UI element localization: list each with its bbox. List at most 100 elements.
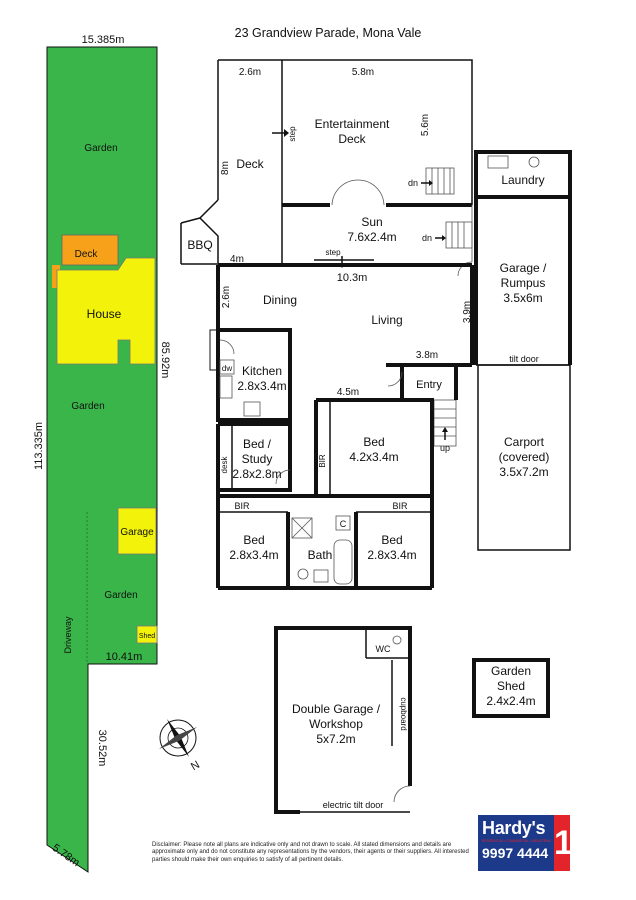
site-garden-bottom: Garden bbox=[104, 590, 137, 601]
house-plan: 2.6m 5.8m 5.6m 8m Entertainment Deck Dec… bbox=[180, 59, 572, 590]
dim-rear-depth: 30.52m bbox=[96, 730, 108, 767]
room-bed-study-size: 2.8x2.8m bbox=[232, 467, 281, 481]
room-garage1: Garage / bbox=[500, 261, 547, 275]
room-bed2-size: 2.8x3.4m bbox=[229, 548, 278, 562]
study-walls bbox=[216, 422, 292, 492]
site-deck bbox=[61, 234, 119, 266]
up-label: up bbox=[440, 443, 450, 453]
laundry-toilet bbox=[528, 156, 540, 168]
room-kitchen-size: 2.8x3.4m bbox=[237, 379, 286, 393]
dim-site-top: 15.385m bbox=[82, 34, 125, 46]
linen-cupboard bbox=[335, 515, 351, 531]
garage-side-door bbox=[393, 785, 411, 803]
site-house bbox=[56, 257, 156, 365]
deck-outline bbox=[218, 59, 473, 205]
room-carport-size: 3.5x7.2m bbox=[499, 465, 548, 479]
tilt-door-label: tilt door bbox=[509, 354, 539, 364]
site-driveway-label: Driveway bbox=[63, 616, 73, 654]
room-entertainment-line1: Entertainment bbox=[315, 117, 390, 131]
stairs-upper bbox=[425, 167, 455, 195]
dg-wc: WC bbox=[376, 644, 391, 654]
laundry-tub bbox=[487, 155, 509, 169]
site-garden-mid: Garden bbox=[71, 401, 104, 412]
bath-toilet bbox=[297, 568, 309, 580]
compass: N bbox=[158, 718, 202, 773]
dg-size: 5x7.2m bbox=[316, 732, 355, 746]
hardys-logo: Hardy's RESIDENTIAL • COMMERCIAL • INDUS… bbox=[478, 815, 573, 871]
room-bed3-size: 2.8x3.4m bbox=[367, 548, 416, 562]
disclaimer: Disclaimer: Please note all plans are in… bbox=[152, 842, 469, 863]
site-shed bbox=[136, 625, 158, 644]
double-garage-walls bbox=[274, 626, 412, 814]
site-plan: Garden Deck House Garden Garage Garden S… bbox=[33, 34, 171, 873]
shed-size: 2.4x2.4m bbox=[486, 694, 535, 708]
dim-ent-h: 5.6m bbox=[420, 114, 431, 136]
dim-house-offset: 85.92m bbox=[159, 342, 171, 379]
logo-mark: 1 bbox=[554, 815, 573, 871]
study-door-swing bbox=[275, 469, 291, 485]
logo-phone: 9997 4444 bbox=[482, 845, 549, 861]
room-entertainment-line2: Deck bbox=[338, 132, 366, 146]
shower bbox=[291, 517, 313, 539]
step-arrow-head bbox=[284, 129, 289, 137]
room-bed-main: Bed bbox=[363, 435, 384, 449]
site-house-label: House bbox=[87, 307, 122, 321]
garage-walls bbox=[476, 195, 572, 365]
dn2-label: dn bbox=[422, 233, 432, 243]
room-garage2: Rumpus bbox=[501, 276, 546, 290]
bbq-top bbox=[180, 217, 201, 224]
site-shed-label: Shed bbox=[139, 633, 155, 640]
room-bed-main-size: 4.2x3.4m bbox=[349, 450, 398, 464]
dw-label: dw bbox=[222, 364, 232, 373]
logo-name: Hardy's bbox=[482, 818, 546, 838]
dg-cupboard: cupboard bbox=[399, 697, 408, 730]
desk-label: desk bbox=[220, 456, 229, 474]
c-label: C bbox=[340, 519, 347, 529]
dim-living-w: 3.8m bbox=[416, 350, 438, 361]
room-bath: Bath bbox=[308, 548, 333, 562]
shed-line1: Garden bbox=[491, 664, 531, 678]
compass-ring bbox=[159, 719, 197, 757]
site-garage-label: Garage bbox=[120, 527, 154, 538]
dim-living-h: 3.9m bbox=[462, 301, 473, 323]
dim-deck-h: 8m bbox=[220, 161, 231, 175]
bir1-label: BIR bbox=[318, 454, 327, 468]
room-laundry: Laundry bbox=[501, 173, 544, 187]
room-bed-study2: Study bbox=[242, 452, 273, 466]
dim-ent-w: 5.8m bbox=[352, 67, 374, 78]
logo-tagline: RESIDENTIAL • COMMERCIAL • INDUSTRIAL bbox=[482, 839, 552, 843]
room-garage-size: 3.5x6m bbox=[503, 291, 542, 305]
room-entry: Entry bbox=[416, 379, 442, 391]
dim-site-side: 113.335m bbox=[33, 422, 45, 470]
room-bed-study1: Bed / bbox=[243, 437, 272, 451]
room-dining: Dining bbox=[263, 293, 297, 307]
step-h-label: step bbox=[325, 248, 341, 257]
room-sun-size: 7.6x2.4m bbox=[347, 230, 396, 244]
dim-dining-h: 2.6m bbox=[221, 286, 232, 308]
room-living: Living bbox=[371, 313, 402, 327]
stairs-lower bbox=[445, 221, 473, 249]
room-carport2: (covered) bbox=[499, 450, 550, 464]
dg-door: electric tilt door bbox=[323, 800, 384, 810]
room-bed3: Bed bbox=[381, 533, 402, 547]
dim-deck-w: 2.6m bbox=[239, 67, 261, 78]
compass-n: N bbox=[189, 759, 202, 773]
kitchen-door-swing bbox=[219, 339, 235, 355]
bbq-bay bbox=[198, 199, 219, 263]
site-garden-top: Garden bbox=[84, 143, 117, 154]
dg-line2: Workshop bbox=[309, 717, 363, 731]
wc-toilet bbox=[392, 635, 402, 645]
bir2-label: BIR bbox=[234, 501, 250, 511]
vanity bbox=[313, 569, 329, 583]
room-bed2: Bed bbox=[243, 533, 264, 547]
room-deck: Deck bbox=[236, 157, 264, 171]
kitchen-sink bbox=[219, 375, 233, 399]
dim-sun-w: 10.3m bbox=[337, 272, 368, 284]
sun-french-doors bbox=[331, 179, 385, 206]
room-bbq: BBQ bbox=[187, 238, 212, 252]
kitchen-walls bbox=[216, 328, 292, 422]
dg-line1: Double Garage / bbox=[292, 702, 381, 716]
kitchen-stove bbox=[243, 401, 261, 417]
dn1-label: dn bbox=[408, 178, 418, 188]
